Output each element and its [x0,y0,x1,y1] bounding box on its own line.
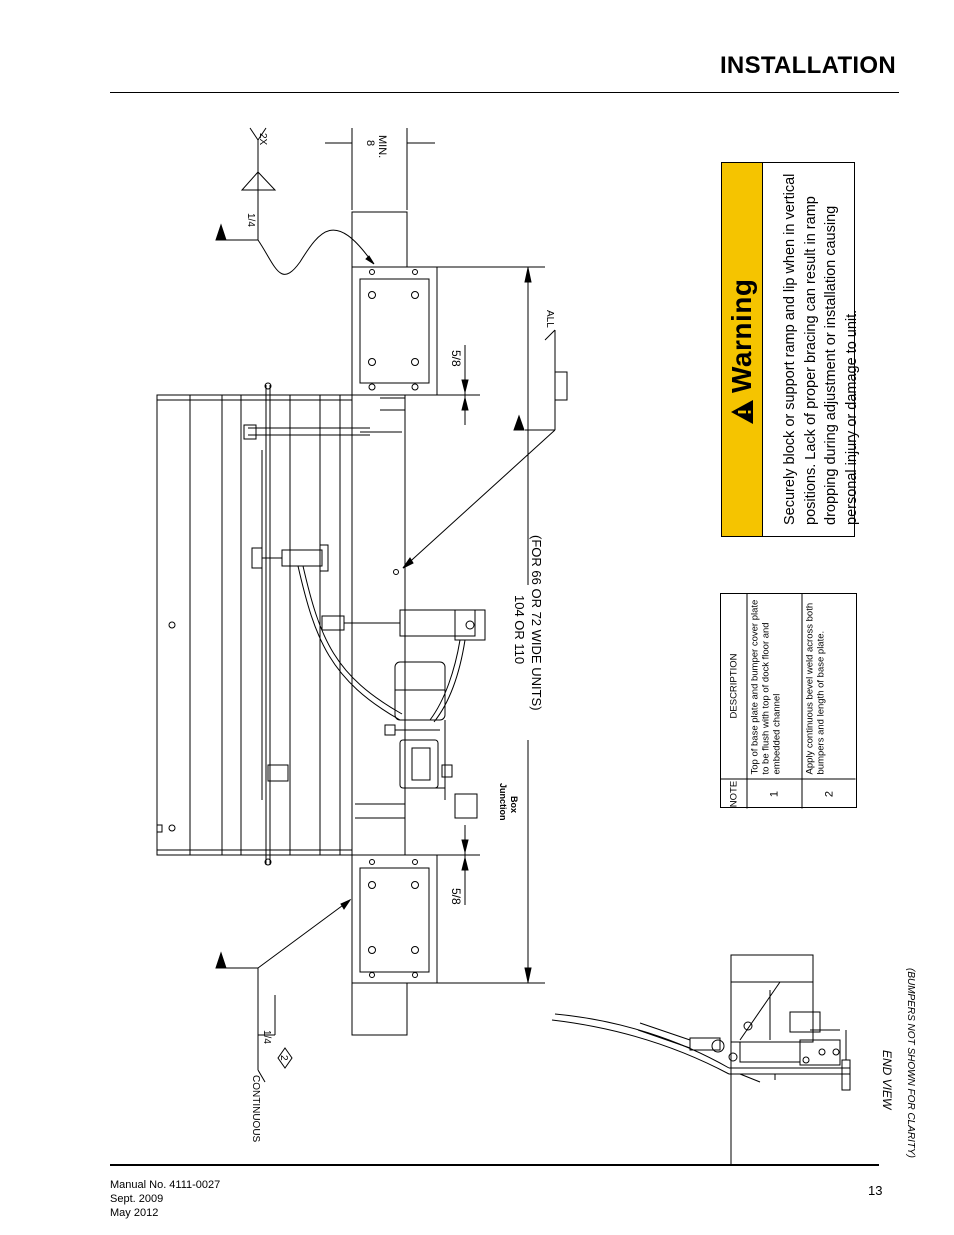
all-label: ALL [544,310,555,328]
warning-header-band: Warning [722,163,763,536]
notes-row-2-number: 2 [802,778,856,809]
warning-triangle-icon [731,400,753,424]
width-alt-label: (FOR 66 OR 72 WIDE UNITS) [529,535,544,711]
gap-bottom-label: 5/8 [449,888,463,905]
end-view-label: END VIEW [880,1050,894,1111]
warning-box: Warning Securely block or support ramp a… [721,162,860,537]
footer-info: Manual No. 4111-0027 Sept. 2009 May 2012 [110,1178,220,1220]
notes-header-note: NOTE [720,778,748,809]
weld-size-bottom-label: 1/4 [261,1030,272,1044]
weld-size-top-label: 1/4 [245,213,256,227]
min-gap-unit: MIN. [376,135,388,158]
header-rule [110,92,899,93]
end-view-note: (BUMPERS NOT SHOWN FOR CLARITY) [905,968,916,1158]
gap-top-label: 5/8 [449,350,463,367]
weld-count-label: 2X [257,133,268,146]
warning-text: Securely block or support ramp and lip w… [782,173,860,525]
junction-box-label-1: Junction [498,783,508,821]
issue-date: Sept. 2009 [110,1193,164,1205]
notes-row-1-description: Top of base plate and bumper cover plate… [747,593,803,779]
manual-number: Manual No. 4111-0027 [110,1179,221,1191]
notes-header-description: DESCRIPTION [720,593,748,779]
warning-heading: Warning [726,278,757,393]
notes-row-1-number: 1 [747,778,803,809]
revision-date: May 2012 [110,1207,159,1219]
page-number: 13 [868,1183,883,1198]
notes-table: NOTE DESCRIPTION 1 Top of base plate and… [720,593,857,809]
notes-row-2-description: Apply continuous bevel weld across both … [804,602,827,775]
footer-rule [110,1164,879,1166]
continuous-label: CONTINUOUS [250,1075,261,1143]
junction-box-label-2: Box [509,796,519,813]
min-gap-value: 8 [364,140,376,146]
width-main-label: 104 OR 110 [512,595,527,664]
page-title: INSTALLATION [719,52,896,79]
note-ref-label: 2 [278,1055,289,1061]
